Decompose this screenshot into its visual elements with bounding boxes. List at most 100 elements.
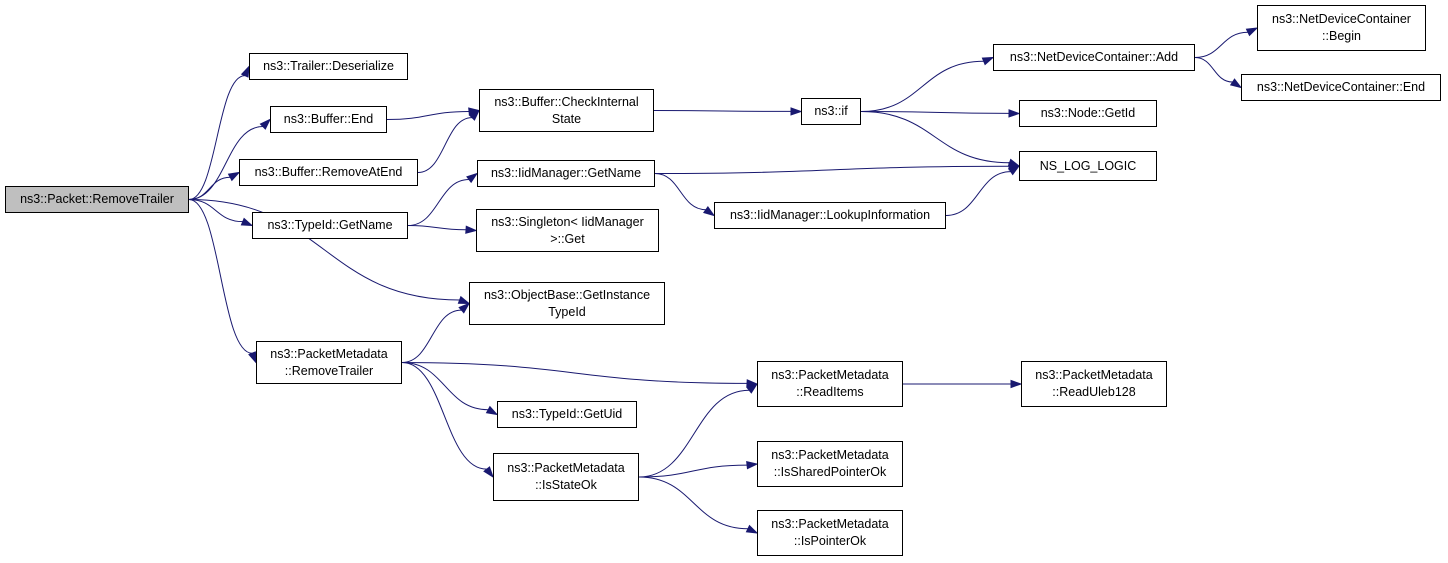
node-label-line: ns3::NetDeviceContainer::End xyxy=(1256,80,1426,94)
node-label-line: ns3::Buffer::CheckInternal xyxy=(494,94,639,109)
edge-arrowhead xyxy=(790,107,803,116)
node-label-line: ns3::IidManager::GetName xyxy=(490,166,642,180)
edge-arrowhead xyxy=(458,302,471,314)
node-packetmetadata-ispointerok[interactable]: ns3::PacketMetadata::IsPointerOk xyxy=(757,510,903,556)
node-ns3-if[interactable]: ns3::if xyxy=(801,98,861,125)
edge-arrowhead xyxy=(468,109,481,121)
edge-arrowhead xyxy=(746,460,759,470)
node-label-line: ns3::NetDeviceContainer xyxy=(1272,12,1411,26)
edge-iidmanager_getname-to-ns_log_logic xyxy=(654,165,1010,174)
edge-arrowhead xyxy=(1229,78,1243,89)
node-label-line: ns3::PacketMetadata xyxy=(771,368,889,382)
node-label-line: ::IsSharedPointerOk xyxy=(773,465,887,479)
node-netdevicecontainer-end[interactable]: ns3::NetDeviceContainer::End xyxy=(1241,74,1441,101)
node-singleton-get[interactable]: ns3::Singleton< IidManager>::Get xyxy=(476,209,659,252)
node-label-line: ns3::PacketMetadata xyxy=(771,517,889,531)
node-label-line: ns3::ObjectBase::GetInstance xyxy=(483,287,651,302)
node-buffer-end[interactable]: ns3::Buffer::End xyxy=(270,106,387,133)
edge-arrowhead xyxy=(457,295,471,305)
node-label-line: ns3::PacketMetadata xyxy=(1035,368,1153,382)
edge-arrowhead xyxy=(1007,165,1021,176)
node-label-line: ns3::Buffer::End xyxy=(283,112,374,126)
node-buffer-remove-at-end[interactable]: ns3::Buffer::RemoveAtEnd xyxy=(239,159,418,186)
node-label-line: >::Get xyxy=(550,231,585,246)
edge-buffer_remove_at_end-to-buffer_checkinternalstate xyxy=(417,117,473,173)
edge-pm_remove_trailer-to-pm_readitems xyxy=(401,362,748,384)
node-packetmetadata-readuleb128[interactable]: ns3::PacketMetadata::ReadUleb128 xyxy=(1021,361,1167,407)
edge-remove_trailer-to-buffer_remove_at_end xyxy=(188,176,231,200)
edge-iidmanager_lookupinformation-to-ns_log_logic xyxy=(945,171,1011,216)
edge-remove_trailer-to-pm_remove_trailer xyxy=(188,199,253,354)
edge-arrowhead xyxy=(485,405,499,416)
edge-ns3_if-to-node_getid xyxy=(860,111,1010,114)
edge-arrowhead xyxy=(1008,109,1021,118)
node-label-line: TypeId xyxy=(548,304,586,319)
node-label-line: ::ReadUleb128 xyxy=(1052,385,1136,399)
node-netdevicecontainer-add[interactable]: ns3::NetDeviceContainer::Add xyxy=(993,44,1195,71)
edge-ns3_if-to-ns_log_logic xyxy=(860,111,1010,164)
edge-ns3_if-to-ndc_add xyxy=(860,60,984,112)
node-label-line: NS_LOG_LOGIC xyxy=(1039,158,1137,173)
node-netdevicecontainer-begin[interactable]: ns3::NetDeviceContainer::Begin xyxy=(1257,5,1426,51)
edge-ndc_add-to-ndc_begin xyxy=(1194,31,1248,58)
node-node-getid[interactable]: ns3::Node::GetId xyxy=(1019,100,1157,127)
node-packetmetadata-removetrailer[interactable]: ns3::PacketMetadata::RemoveTrailer xyxy=(256,341,402,384)
edge-arrowhead xyxy=(466,172,479,184)
node-label-line: ns3::Node::GetId xyxy=(1040,106,1136,120)
node-label-line: ns3::NetDeviceContainer::Add xyxy=(1009,50,1179,64)
edge-typeid_getname-to-singleton_get xyxy=(407,225,467,231)
node-label-line: ns3::PacketMetadata xyxy=(270,346,388,361)
node-typeid-getname[interactable]: ns3::TypeId::GetName xyxy=(252,212,408,239)
node-typeid-getuid[interactable]: ns3::TypeId::GetUid xyxy=(497,401,637,428)
node-iidmanager-lookupinformation[interactable]: ns3::IidManager::LookupInformation xyxy=(714,202,946,229)
edge-buffer_checkinternalstate-to-ns3_if xyxy=(653,110,792,112)
edge-arrowhead xyxy=(483,466,494,479)
edge-buffer_end-to-buffer_checkinternalstate xyxy=(386,110,470,120)
edge-arrowhead xyxy=(1010,379,1023,389)
edge-arrowhead xyxy=(981,56,995,66)
edge-ndc_add-to-ndc_end xyxy=(1194,57,1233,83)
node-label-line: ns3::PacketMetadata xyxy=(507,461,625,475)
node-iidmanager-getname[interactable]: ns3::IidManager::GetName xyxy=(477,160,655,187)
edge-arrowhead xyxy=(746,383,759,394)
node-label-line: ns3::IidManager::LookupInformation xyxy=(729,208,931,222)
node-packetmetadata-isstateok[interactable]: ns3::PacketMetadata::IsStateOk xyxy=(493,453,639,501)
node-label-line: ::IsPointerOk xyxy=(793,534,867,548)
edge-arrowhead xyxy=(703,205,716,217)
node-label-line: State xyxy=(551,111,582,126)
edge-iidmanager_getname-to-iidmanager_lookupinformation xyxy=(654,173,706,211)
edge-arrowhead xyxy=(227,171,241,182)
edge-remove_trailer-to-objectbase_getinstancetypeid xyxy=(188,199,460,301)
edge-pm_isstateok-to-pm_issharedpointerok xyxy=(638,464,748,478)
edge-arrowhead xyxy=(1245,27,1259,37)
node-trailer-deserialize[interactable]: ns3::Trailer::Deserialize xyxy=(249,53,408,80)
node-label-line: ::ReadItems xyxy=(796,385,864,399)
edge-pm_isstateok-to-pm_readitems xyxy=(638,389,750,478)
node-packetmetadata-readitems[interactable]: ns3::PacketMetadata::ReadItems xyxy=(757,361,903,407)
edge-typeid_getname-to-iidmanager_getname xyxy=(407,179,470,226)
node-packetmetadata-issharedpointerok[interactable]: ns3::PacketMetadata::IsSharedPointerOk xyxy=(757,441,903,487)
edge-pm_isstateok-to-pm_ispointerok xyxy=(638,476,748,530)
edge-arrowhead xyxy=(248,351,257,364)
node-label-line: ns3::TypeId::GetName xyxy=(267,218,393,232)
node-label-line: ns3::Singleton< IidManager xyxy=(491,214,644,229)
edge-arrowhead xyxy=(465,225,478,234)
edge-arrowhead xyxy=(745,524,759,534)
edge-pm_remove_trailer-to-pm_isstateok xyxy=(401,362,487,470)
edge-remove_trailer-to-typeid_getname xyxy=(188,199,243,223)
edge-pm_remove_trailer-to-typeid_getuid xyxy=(401,362,489,411)
edge-arrowhead xyxy=(240,65,250,78)
node-packet-remove-trailer: ns3::Packet::RemoveTrailer xyxy=(5,186,189,213)
edge-arrowhead xyxy=(259,118,272,130)
node-ns-log-logic[interactable]: NS_LOG_LOGIC xyxy=(1019,151,1157,181)
node-label-line: ::Begin xyxy=(1322,29,1361,43)
edge-pm_remove_trailer-to-objectbase_getinstancetypeid xyxy=(401,309,462,363)
node-label-line: ns3::TypeId::GetUid xyxy=(511,407,623,421)
node-label-line: ::IsStateOk xyxy=(535,478,597,492)
node-label-line: ns3::Packet::RemoveTrailer xyxy=(20,192,174,206)
edge-arrowhead xyxy=(240,217,254,227)
